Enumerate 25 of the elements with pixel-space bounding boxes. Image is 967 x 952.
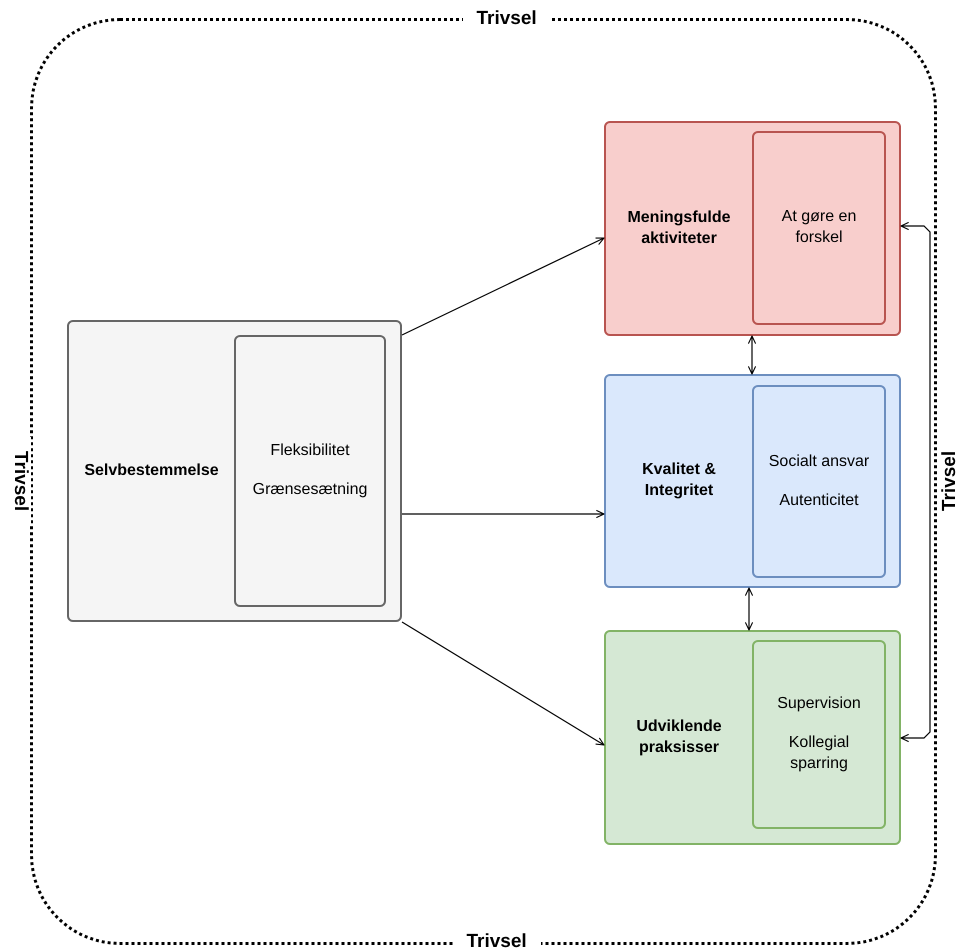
item-text: Grænsesætning [252,480,368,500]
arrow [748,335,756,375]
content-box [752,131,886,325]
category-heading: Selvbestemmelse [83,460,220,481]
category-heading: Kvalitet & Integritet [641,460,717,501]
arrow [402,510,605,518]
item-text: Fleksibilitet [269,441,351,462]
content-box [752,385,886,578]
category-box [604,121,901,336]
content-box [234,335,386,607]
arrow [900,222,931,742]
item-text: Socialt ansvar [768,452,870,472]
arrow [744,587,754,631]
category-heading: Udviklende praksisser [635,716,723,758]
item-text: Kollegial sparring [788,733,850,774]
category-box [604,630,901,845]
item-text: Supervision [776,694,862,714]
content-box [752,640,886,829]
category-box [604,374,901,588]
category-box [67,320,402,622]
item-text: Autenticitet [778,490,860,510]
category-heading: Meningsfulde aktiviteter [626,208,732,248]
arrow [402,237,605,336]
item-text: At gøre en forskel [780,207,858,248]
arrow [402,621,605,746]
